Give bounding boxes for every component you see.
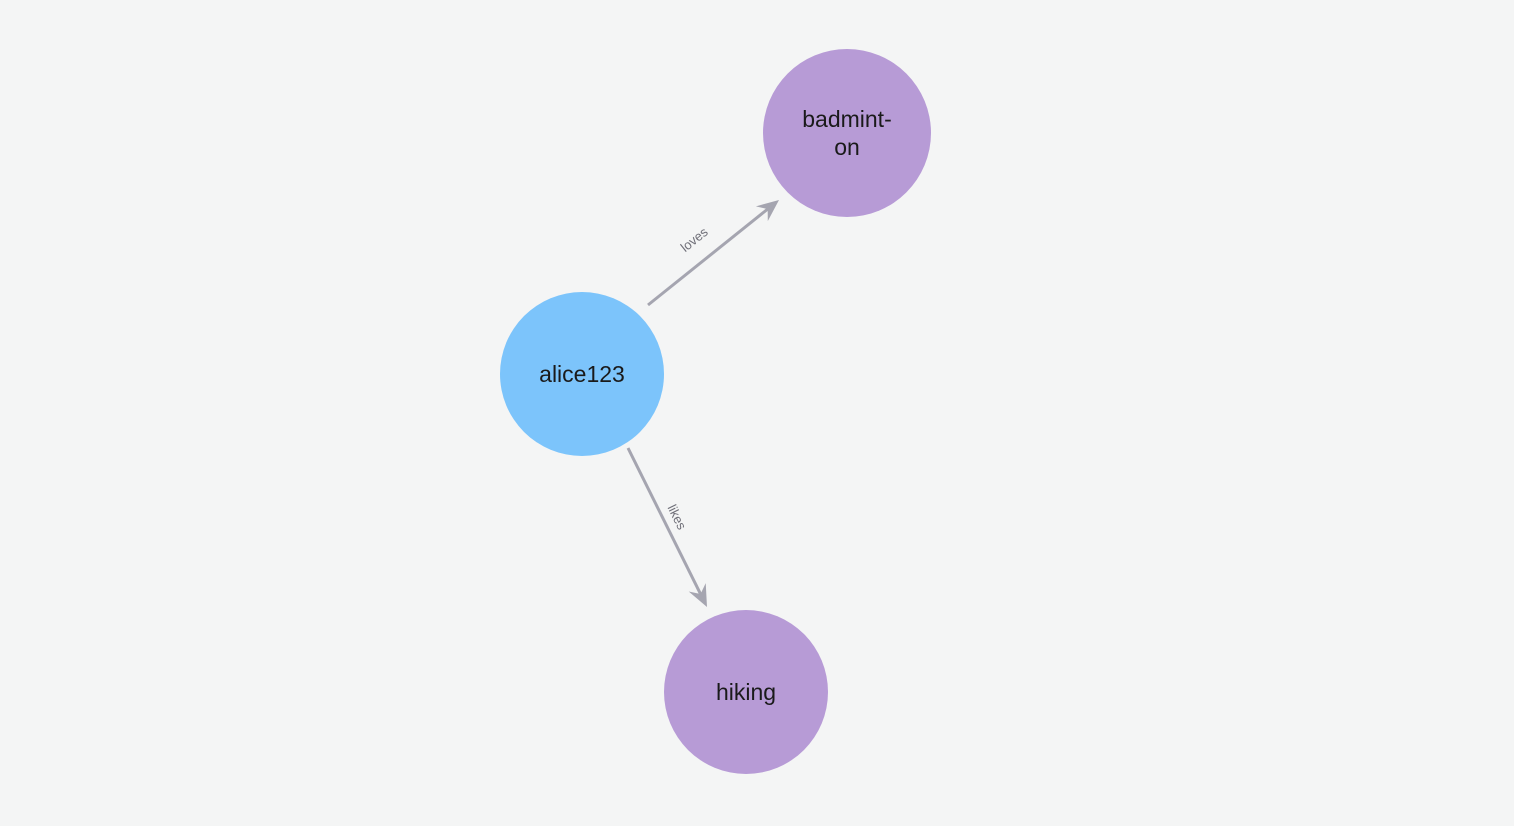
- arrowhead-likes-icon: [688, 583, 707, 607]
- edge-alice123-loves-badminton[interactable]: loves: [647, 200, 779, 307]
- node-badminton[interactable]: badmint-on: [763, 49, 931, 217]
- edge-line-likes[interactable]: [626, 447, 703, 597]
- nodes-layer: alice123 badmint-on hiking: [500, 49, 931, 774]
- node-alice123[interactable]: alice123: [500, 292, 664, 456]
- arrowhead-loves-icon: [755, 200, 779, 222]
- node-hiking[interactable]: hiking: [664, 610, 828, 774]
- node-circle-alice123[interactable]: [500, 292, 664, 456]
- node-circle-badminton[interactable]: [763, 49, 931, 217]
- node-circle-hiking[interactable]: [664, 610, 828, 774]
- edge-alice123-likes-hiking[interactable]: likes: [626, 447, 707, 607]
- edge-line-loves[interactable]: [647, 206, 771, 307]
- edge-label-loves: loves: [678, 224, 711, 255]
